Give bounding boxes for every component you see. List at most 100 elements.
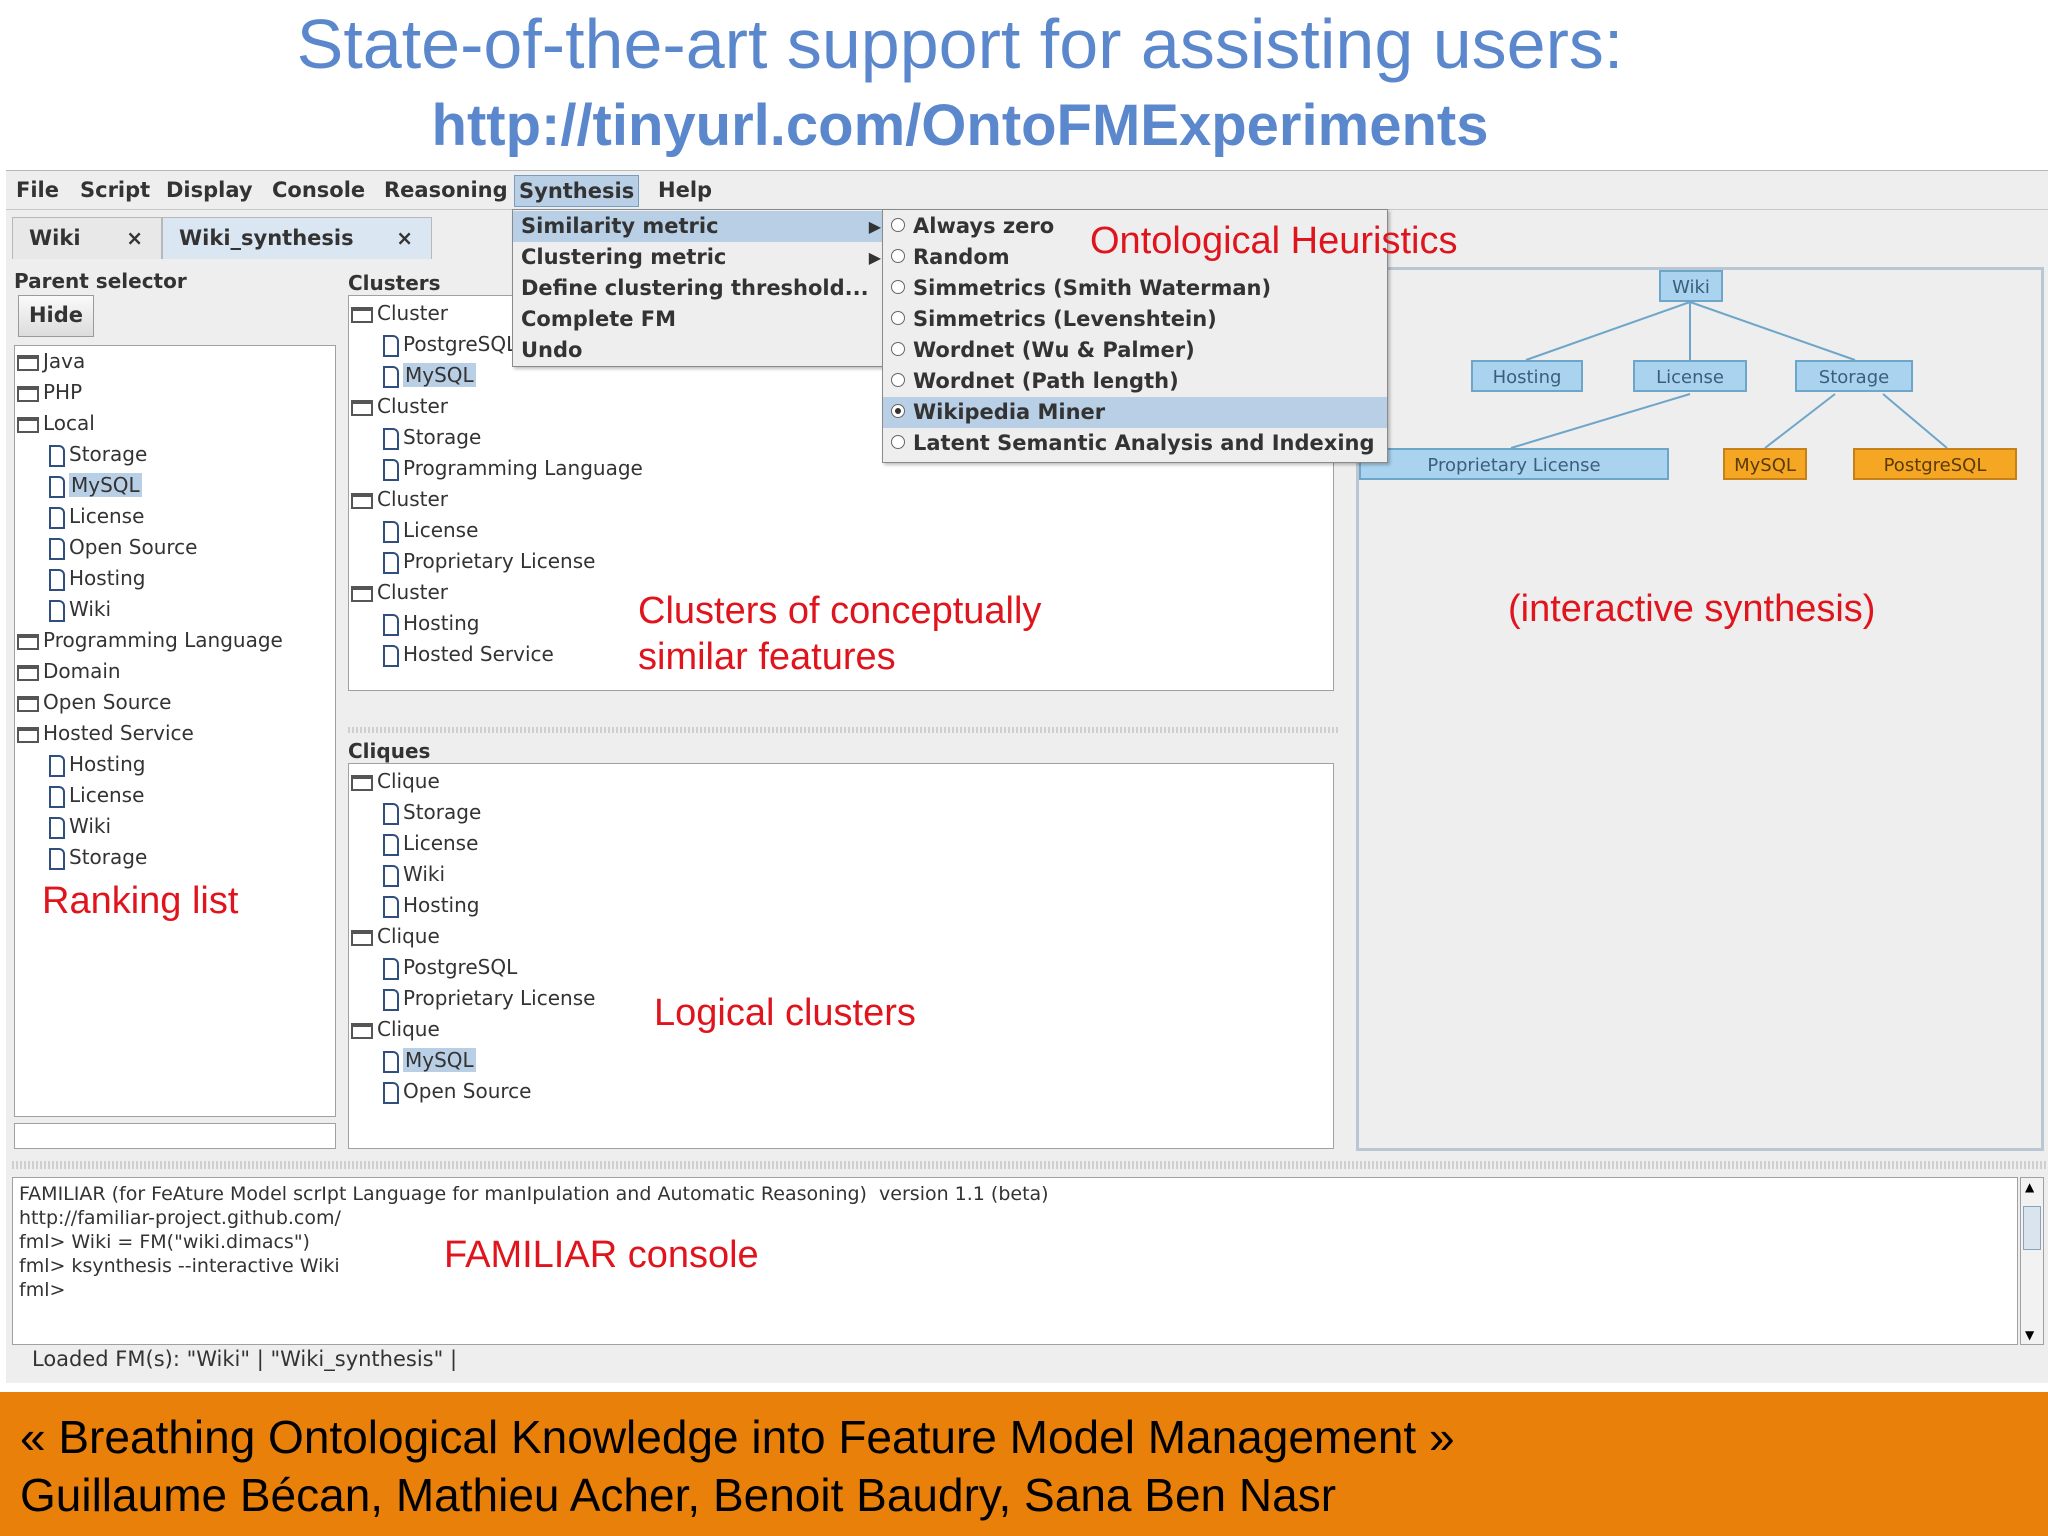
tree-leaf-item[interactable]: Hosting: [17, 563, 283, 594]
tree-leaf-item[interactable]: PostgreSQL: [351, 952, 595, 983]
radio-icon[interactable]: [891, 404, 905, 418]
tree-folder-item[interactable]: Cluster: [351, 577, 643, 608]
menu-reasoning[interactable]: Reasoning: [384, 178, 508, 202]
tab-wiki-synthesis[interactable]: Wiki_synthesis ×: [162, 217, 432, 259]
tree-folder-item[interactable]: Java: [17, 346, 283, 377]
splitter[interactable]: [348, 727, 1338, 733]
close-icon[interactable]: ×: [396, 226, 413, 250]
folder-icon: [351, 1022, 373, 1039]
tree-folder-item[interactable]: Clique: [351, 921, 595, 952]
hide-button[interactable]: Hide: [18, 295, 94, 337]
tree-folder-item[interactable]: Clique: [351, 766, 595, 797]
tree-leaf-item[interactable]: License: [17, 501, 283, 532]
tab-wiki[interactable]: Wiki ×: [12, 217, 162, 259]
slide-url[interactable]: http://tinyurl.com/OntoFMExperiments: [431, 93, 1489, 158]
console-scrollbar[interactable]: ▲ ▼: [2020, 1177, 2044, 1345]
tree-folder-item[interactable]: Cluster: [351, 298, 643, 329]
chevron-right-icon: ▶: [868, 248, 881, 267]
similarity-option[interactable]: Wordnet (Wu & Palmer): [883, 335, 1387, 366]
fm-node-storage[interactable]: Storage: [1795, 360, 1913, 392]
tree-folder-item[interactable]: Domain: [17, 656, 283, 687]
tree-folder-item[interactable]: Cluster: [351, 391, 643, 422]
similarity-option[interactable]: Random: [883, 242, 1387, 273]
tree-leaf-item[interactable]: License: [351, 515, 643, 546]
tree-folder-item[interactable]: PHP: [17, 377, 283, 408]
console-line: http://familiar-project.github.com/: [19, 1207, 341, 1229]
tree-leaf-item[interactable]: Hosted Service: [351, 639, 643, 670]
menu-display[interactable]: Display: [166, 178, 253, 202]
tree-leaf-item[interactable]: Wiki: [351, 859, 595, 890]
radio-icon[interactable]: [891, 373, 905, 387]
menu-file[interactable]: File: [16, 178, 59, 202]
tree-leaf-item[interactable]: Hosting: [351, 890, 595, 921]
feature-model-diagram: [1510, 301, 1948, 449]
tree-folder-item[interactable]: Local: [17, 408, 283, 439]
fm-node-hosting[interactable]: Hosting: [1471, 360, 1583, 392]
tree-folder-item[interactable]: Open Source: [17, 687, 283, 718]
console-output[interactable]: FAMILIAR (for FeAture Model scrIpt Langu…: [12, 1177, 2018, 1345]
tree-leaf-item[interactable]: License: [17, 780, 283, 811]
tree-leaf-item[interactable]: PostgreSQL: [351, 329, 643, 360]
menu-synthesis[interactable]: Synthesis: [514, 175, 640, 207]
similarity-option[interactable]: Simmetrics (Levenshtein): [883, 304, 1387, 335]
console-splitter[interactable]: [12, 1161, 2046, 1169]
tree-leaf-item[interactable]: Proprietary License: [351, 983, 595, 1014]
tree-leaf-item[interactable]: Storage: [351, 797, 595, 828]
tree-folder-item[interactable]: Clique: [351, 1014, 595, 1045]
tree-leaf-item[interactable]: Wiki: [17, 811, 283, 842]
tree-item-label: Cluster: [377, 394, 448, 418]
menu-item-label: Complete FM: [521, 307, 677, 331]
radio-icon[interactable]: [891, 249, 905, 263]
tree-leaf-item[interactable]: License: [351, 828, 595, 859]
tree-leaf-item[interactable]: MySQL: [351, 1045, 595, 1076]
folder-icon: [351, 306, 373, 323]
fm-node-postgresql[interactable]: PostgreSQL: [1853, 448, 2017, 480]
tree-leaf-item[interactable]: Open Source: [351, 1076, 595, 1107]
tree-folder-item[interactable]: Hosted Service: [17, 718, 283, 749]
scroll-thumb[interactable]: [2023, 1206, 2041, 1250]
similarity-option[interactable]: Latent Semantic Analysis and Indexing: [883, 428, 1387, 459]
fm-node-mysql[interactable]: MySQL: [1723, 448, 1807, 480]
similarity-option[interactable]: Always zero: [883, 211, 1387, 242]
synthesis-menu-item[interactable]: Clustering metric▶: [513, 242, 889, 273]
similarity-option[interactable]: Simmetrics (Smith Waterman): [883, 273, 1387, 304]
tree-leaf-item[interactable]: Storage: [17, 439, 283, 470]
similarity-option[interactable]: Wikipedia Miner: [883, 397, 1387, 428]
fm-node-proprietary-license[interactable]: Proprietary License: [1359, 448, 1669, 480]
radio-icon[interactable]: [891, 218, 905, 232]
tree-leaf-item[interactable]: Wiki: [17, 594, 283, 625]
similarity-option[interactable]: Wordnet (Path length): [883, 366, 1387, 397]
document-icon: [383, 644, 399, 667]
fm-node-license[interactable]: License: [1633, 360, 1747, 392]
menu-console[interactable]: Console: [272, 178, 366, 202]
fm-node-root[interactable]: Wiki: [1659, 270, 1723, 302]
tree-leaf-item[interactable]: Hosting: [17, 749, 283, 780]
tree-leaf-item[interactable]: Open Source: [17, 532, 283, 563]
annotation-clusters: Clusters of conceptually similar feature…: [638, 590, 1042, 678]
radio-icon[interactable]: [891, 311, 905, 325]
synthesis-menu-item[interactable]: Define clustering threshold...: [513, 273, 889, 304]
tree-folder-item[interactable]: Cluster: [351, 484, 643, 515]
tree-leaf-item[interactable]: Storage: [17, 842, 283, 873]
synthesis-menu-item[interactable]: Complete FM: [513, 304, 889, 335]
parent-selector-input[interactable]: [14, 1123, 336, 1149]
tree-leaf-item[interactable]: Storage: [351, 422, 643, 453]
radio-icon[interactable]: [891, 342, 905, 356]
tree-leaf-item[interactable]: MySQL: [17, 470, 283, 501]
tree-folder-item[interactable]: Programming Language: [17, 625, 283, 656]
document-icon: [49, 444, 65, 467]
tree-leaf-item[interactable]: Proprietary License: [351, 546, 643, 577]
synthesis-menu-item[interactable]: Undo: [513, 335, 889, 366]
scroll-down-icon[interactable]: ▼: [2025, 1328, 2035, 1342]
tree-leaf-item[interactable]: Programming Language: [351, 453, 643, 484]
radio-icon[interactable]: [891, 435, 905, 449]
synthesis-menu-item[interactable]: Similarity metric▶: [513, 211, 889, 242]
radio-icon[interactable]: [891, 280, 905, 294]
close-icon[interactable]: ×: [126, 226, 143, 250]
tree-item-label: Programming Language: [43, 628, 283, 652]
menu-help[interactable]: Help: [658, 178, 713, 202]
tree-leaf-item[interactable]: Hosting: [351, 608, 643, 639]
menu-script[interactable]: Script: [80, 178, 151, 202]
tree-leaf-item[interactable]: MySQL: [351, 360, 643, 391]
scroll-up-icon[interactable]: ▲: [2025, 1180, 2035, 1194]
